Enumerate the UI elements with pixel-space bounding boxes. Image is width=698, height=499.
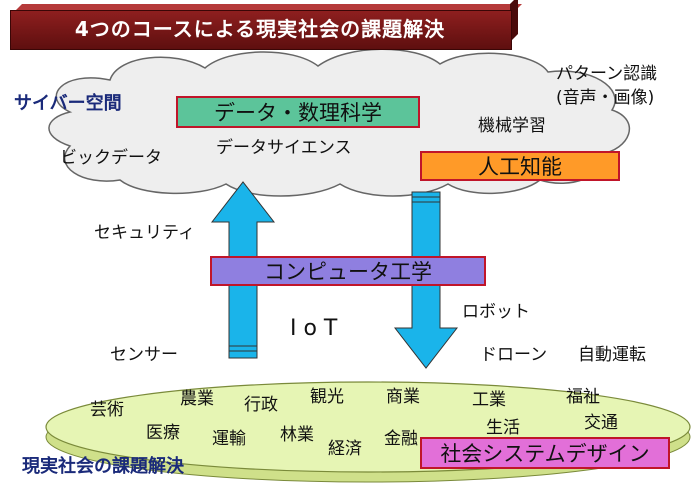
iot-label: I o T (290, 316, 338, 341)
field-label: 行政 (244, 395, 278, 415)
field-label: 商業 (386, 387, 420, 407)
field-label: 工業 (472, 390, 506, 410)
title-banner: 4つのコースによる現実社会の課題解決 (10, 0, 522, 50)
page-title: 4つのコースによる現実社会の課題解決 (74, 17, 446, 41)
field-label: 運輸 (212, 429, 246, 449)
title-banner-face (10, 10, 512, 50)
field-label: 医療 (146, 423, 180, 443)
course-ai-box: 人工知能 (420, 151, 620, 181)
data-science-label: データサイエンス (216, 138, 352, 158)
field-label: 経済 (328, 439, 362, 459)
autonomous-driving-label: 自動運転 (578, 345, 646, 365)
drone-label: ドローン (480, 345, 548, 365)
field-label: 交通 (584, 413, 618, 433)
field-label: 福祉 (566, 387, 600, 407)
security-label: セキュリティ (94, 223, 195, 243)
course-data-math-box: データ・数理科学 (176, 96, 420, 128)
real-society-label: 現実社会の課題解決 (22, 456, 184, 477)
field-label: 金融 (384, 429, 418, 449)
sensor-label: センサー (110, 345, 178, 365)
machine-learning-label: 機械学習 (478, 116, 546, 136)
field-label: 生活 (486, 418, 520, 438)
robot-label: ロボット (462, 302, 530, 322)
pattern-recognition-sub-label: (音声・画像) (556, 88, 655, 108)
pattern-recognition-label: パターン認識 (556, 64, 658, 84)
field-label: 農業 (180, 389, 214, 409)
field-label: 観光 (310, 387, 344, 407)
cyber-space-label: サイバー空間 (14, 93, 122, 114)
big-data-label: ビックデータ (60, 148, 162, 168)
field-label: 芸術 (90, 400, 124, 420)
course-social-design-box: 社会システムデザイン (420, 437, 670, 469)
field-label: 林業 (280, 425, 314, 445)
course-computer-eng-box: コンピュータ工学 (210, 256, 486, 286)
